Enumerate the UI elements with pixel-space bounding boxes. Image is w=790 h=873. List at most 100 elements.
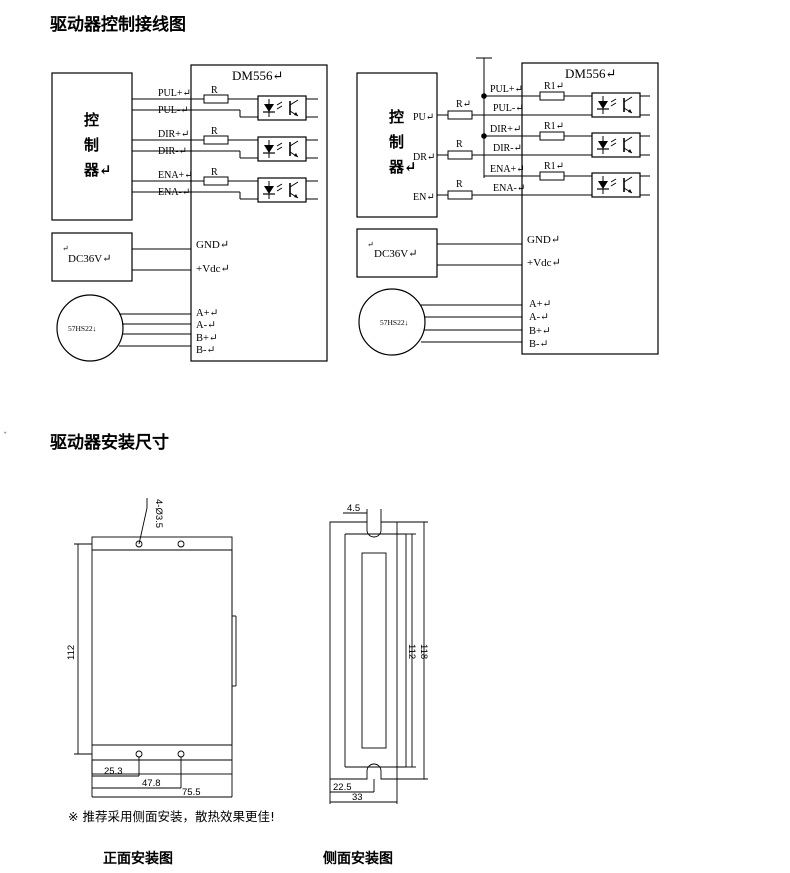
side-outer-height-label: 118: [418, 644, 429, 659]
hole-spec-label: 4-Ø3.5: [153, 499, 164, 528]
optocoupler-icon: [591, 92, 641, 118]
front-height-label: 112: [66, 645, 77, 660]
resistor-label: R1↵: [544, 81, 564, 92]
signal-label: PUL-↵: [158, 105, 189, 116]
resistor: [447, 110, 473, 120]
side-view-caption: 侧面安装图: [323, 851, 393, 867]
controller-char-3: 器↵: [83, 161, 112, 179]
resistor-label: R↵: [456, 99, 471, 110]
signal-label: PUL-↵: [493, 103, 524, 114]
signal-label: DIR-↵: [493, 143, 522, 154]
power-label: DC36V↵: [374, 248, 417, 260]
resistor: [447, 190, 473, 200]
optocoupler-icon: [257, 95, 307, 121]
resistor-label: R: [456, 179, 463, 190]
side-body-outline: [329, 521, 398, 780]
controller-box: [356, 72, 438, 218]
gnd-label: GND↵: [196, 239, 229, 251]
motor-pin-label: B-↵: [529, 339, 548, 350]
controller-char-2: 制: [84, 136, 99, 154]
side-view-drawing: [329, 509, 428, 804]
motor-pin-label: B+↵: [529, 326, 551, 337]
driver-box: [190, 64, 328, 362]
resistor: [539, 171, 565, 181]
power-supply-box: [51, 232, 133, 282]
vdc-label: +Vdc↵: [196, 263, 230, 275]
side-inner-height-label: 112: [406, 644, 417, 659]
install-note: ※ 推荐采用侧面安装，散热效果更佳!: [68, 809, 275, 824]
resistor: [539, 91, 565, 101]
signal-label: PUL+↵: [490, 84, 523, 95]
controller-char-2: 制: [389, 133, 404, 151]
power-supply-box: [356, 228, 438, 278]
optocoupler-icon: [591, 132, 641, 158]
resistor-label: R: [211, 167, 218, 178]
optocoupler-icon: [257, 136, 307, 162]
motor-symbol: [358, 288, 426, 356]
controller-output: DR↵: [413, 152, 435, 163]
dim-b-label: 47.8: [142, 778, 161, 789]
motor-pin-label: A+↵: [529, 299, 551, 310]
resistor-label: R1↵: [544, 121, 564, 132]
signal-label: ENA+↵: [490, 164, 525, 175]
signal-label: DIR+↵: [490, 124, 521, 135]
motor-pin-label: A-↵: [529, 312, 549, 323]
side-dim-a-label: 22.5: [333, 782, 352, 793]
wiring-diagram-left: 控 制 器↵ DM556↵ R R R: [51, 64, 328, 362]
signal-label: ENA+↵: [158, 170, 193, 181]
gnd-label: GND↵: [527, 234, 560, 246]
controller-box: [51, 72, 133, 221]
controller-output: PU↵: [413, 112, 434, 123]
front-body-outline: [91, 536, 233, 775]
stray-mark: ˇ: [3, 432, 8, 442]
optocoupler-icon: [591, 172, 641, 198]
resistor: [539, 131, 565, 141]
controller-char-3: 器↵: [388, 158, 417, 176]
side-dim-b-label: 33: [352, 792, 363, 803]
mount-hole: [135, 750, 143, 758]
junction-dot: [481, 93, 487, 99]
motor-pin-label: B+↵: [196, 333, 218, 344]
controller-char-1: 控: [389, 108, 404, 126]
motor-label: 57HS22↓: [68, 324, 96, 333]
driver-title: DM556↵: [565, 66, 616, 81]
power-label: DC36V↵: [68, 253, 111, 265]
controller-char-1: 控: [84, 111, 99, 129]
dim-a-label: 25.3: [104, 766, 123, 777]
heatsink-slot: [361, 552, 387, 749]
power-marker: ↵: [367, 240, 374, 249]
junction-dot: [481, 133, 487, 139]
resistor-label: R: [211, 126, 218, 137]
wiring-heading: 驱动器控制接线图: [50, 15, 186, 35]
front-view-drawing: [74, 498, 237, 798]
resistor: [203, 94, 229, 104]
driver-box: [521, 62, 659, 355]
signal-label: ENA-↵: [158, 187, 190, 198]
mount-hole: [135, 540, 143, 548]
dim-c-label: 75.5: [182, 787, 201, 798]
resistor: [203, 176, 229, 186]
front-view-caption: 正面安装图: [103, 851, 173, 867]
install-heading: 驱动器安装尺寸: [50, 433, 169, 453]
wiring-diagram-right: 控 制 器↵ PU↵ DR↵ EN↵ DM556↵: [356, 57, 659, 356]
signal-label: DIR+↵: [158, 129, 189, 140]
optocoupler-icon: [257, 177, 307, 203]
resistor: [447, 150, 473, 160]
signal-label: DIR-↵: [158, 146, 187, 157]
motor-label: 57HS22↓: [380, 318, 408, 327]
controller-output: EN↵: [413, 192, 435, 203]
power-marker: ↵: [62, 244, 69, 253]
resistor-label: R: [456, 139, 463, 150]
signal-label: PUL+↵: [158, 88, 191, 99]
driver-title: DM556↵: [232, 68, 283, 83]
motor-pin-label: B-↵: [196, 345, 215, 356]
resistor-label: R1↵: [544, 161, 564, 172]
mount-hole: [177, 750, 185, 758]
signal-label: ENA-↵: [493, 183, 525, 194]
vdc-label: +Vdc↵: [527, 257, 561, 269]
motor-pin-label: A+↵: [196, 308, 218, 319]
motor-symbol: [56, 294, 124, 362]
motor-pin-label: A-↵: [196, 320, 216, 331]
